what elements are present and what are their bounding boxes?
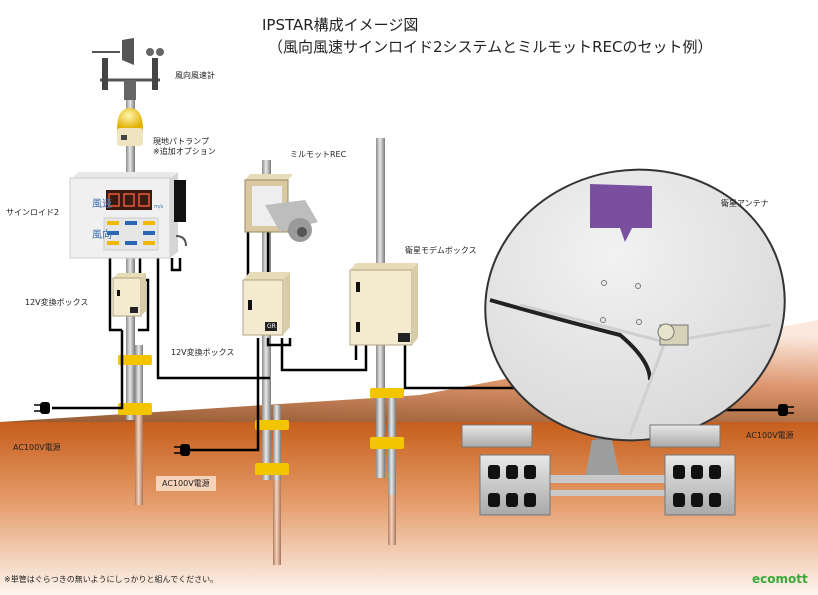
label-satellite-antenna: 衛星アンテナ bbox=[721, 199, 769, 208]
plug-right-icon bbox=[778, 404, 794, 416]
concrete-blocks bbox=[461, 424, 736, 516]
label-ac-left: AC100V電源 bbox=[13, 443, 61, 452]
label-patlamp: 現地パトランプ bbox=[153, 137, 209, 146]
gr-label: GR bbox=[267, 323, 276, 330]
label-signoid: サインロイド2 bbox=[6, 208, 60, 217]
label-anemometer: 風向風速計 bbox=[175, 71, 215, 80]
label-converter-mid: 12V変換ボックス bbox=[171, 348, 235, 357]
label-converter-left: 12V変換ボックス bbox=[25, 298, 89, 307]
device-wind-speed-label: 風速 bbox=[92, 199, 112, 210]
satellite-dish bbox=[484, 168, 786, 496]
converter-box-mid bbox=[242, 272, 290, 336]
footnote: ※単管はぐらつきの無いようにしっかりと組んでください。 bbox=[4, 575, 219, 584]
anemometer-icon bbox=[92, 38, 164, 100]
pole-left bbox=[126, 100, 143, 505]
signoid2-device bbox=[69, 172, 187, 259]
plug-left-icon bbox=[34, 402, 50, 414]
title-line2: （風向風速サインロイド2システムとミルモットRECのセット例） bbox=[268, 38, 713, 56]
title-line1: IPSTAR構成イメージ図 bbox=[262, 16, 419, 34]
label-ac-mid: AC100V電源 bbox=[156, 476, 216, 491]
label-milmott-rec: ミルモットREC bbox=[290, 150, 347, 159]
pole-clamps bbox=[118, 355, 404, 475]
plug-mid-icon bbox=[174, 444, 190, 456]
milmott-rec-camera bbox=[244, 174, 318, 242]
balloon-icon bbox=[590, 184, 652, 242]
modem-box bbox=[349, 263, 418, 346]
label-modem-box: 衛星モデムボックス bbox=[405, 246, 477, 255]
patlamp-icon bbox=[117, 108, 143, 146]
device-wind-dir-label: 風向 bbox=[92, 230, 112, 241]
label-patlamp-option: ※追加オプション bbox=[153, 147, 216, 156]
converter-box-left bbox=[112, 273, 146, 317]
label-ac-right: AC100V電源 bbox=[746, 431, 794, 440]
ecomott-logo: ecomott bbox=[752, 572, 808, 586]
device-unit: m/s bbox=[154, 204, 164, 210]
